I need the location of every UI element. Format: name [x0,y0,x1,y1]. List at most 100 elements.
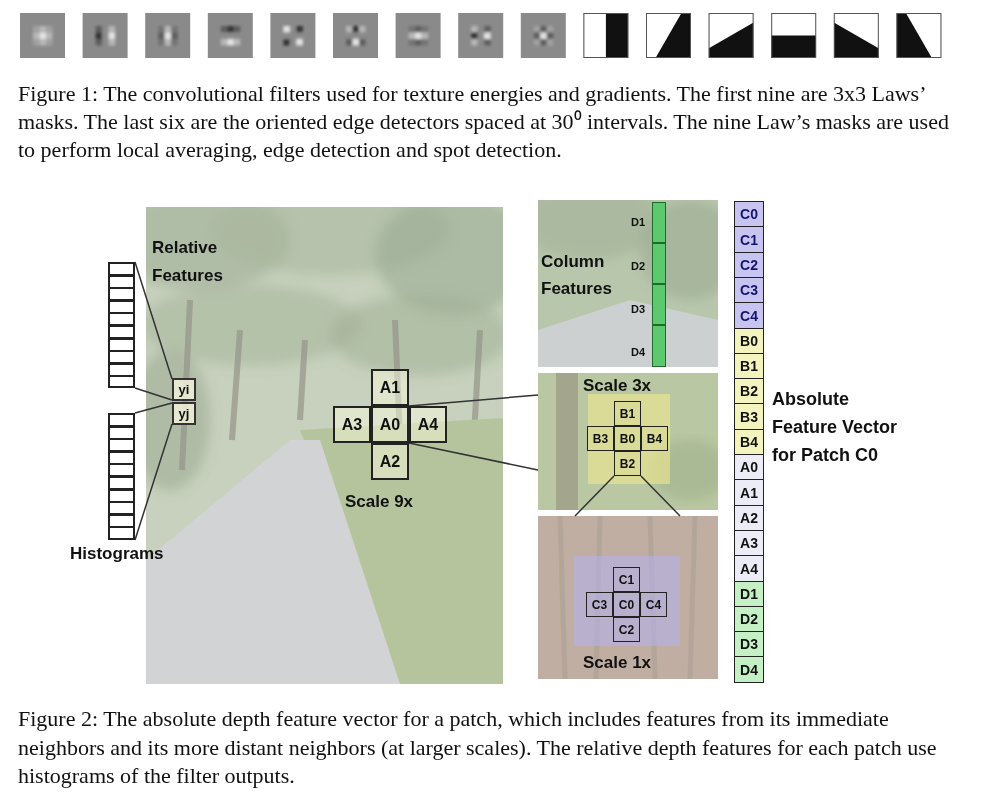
mask-ground [458,13,503,58]
mask-cell [40,33,47,40]
laws-mask [145,13,190,58]
patch-box: yj [172,402,196,425]
patch-cell: C3 [586,592,613,617]
cell-label: A2 [740,511,758,525]
mask-cell [296,39,303,46]
panel-label: Scale 3x [583,376,693,396]
laws-mask [521,13,566,58]
laws-mask [208,13,253,58]
mask-cell [102,26,109,33]
cell-label: D4 [740,663,758,677]
mask-cell [484,39,491,46]
mask-cell [46,39,53,46]
mask-cell [40,26,47,33]
mask-ground [333,13,378,58]
panel-label: Scale 1x [583,653,693,673]
mask-cell [227,26,234,33]
mask-cell [359,33,366,40]
mask-cell [296,33,303,40]
panel-label: D1 [631,216,651,229]
histogram-bar: Relative Features [108,262,135,388]
mask-cell [415,26,422,33]
column-photo [538,200,718,367]
mask-cell [109,26,116,33]
mask-cell [353,26,360,33]
mask-cell [540,26,547,33]
panel-label: D2 [631,260,651,273]
histogram-bar: Histograms [108,413,135,540]
mask-cell [471,33,478,40]
image-panel: Scale 3xB1B3B0B4B2 [538,373,718,510]
edge-frame [772,14,816,58]
bark [538,516,718,679]
cell-label: D3 [740,637,758,651]
mask-cell [353,39,360,46]
cell-label: B4 [647,433,662,445]
feature-cell: C2 [734,252,764,278]
image-panel: Column FeaturesD1D2D3D4 [538,200,718,367]
mask-cell [471,26,478,33]
patch-cell: C0 [613,592,640,617]
cell-label: B1 [740,359,758,373]
feature-cell: D1 [734,581,764,607]
edge-detector [771,13,816,58]
mask-cell [534,39,541,46]
mask-cell [165,26,172,33]
mask-cell [484,33,491,40]
panel-label: Column Features [541,248,629,302]
mask-cell [221,26,228,33]
patch-cell: C4 [640,592,667,617]
cell-label: yj [179,407,190,420]
feature-cell: A1 [734,479,764,506]
cell-label: C2 [740,258,758,272]
feature-cell: A4 [734,555,764,582]
mask-pattern [96,26,116,46]
cell-label: B2 [620,458,635,470]
mask-cell [158,33,165,40]
patch-cell: B4 [641,426,668,451]
cell-label: C2 [619,624,634,636]
mask-cell [221,39,228,46]
mask-cell [227,33,234,40]
highlight [574,556,680,646]
mask-cell [422,39,429,46]
mask-cell [540,39,547,46]
mask-cell [547,39,554,46]
edge-light [709,13,754,58]
mask-cell [46,33,53,40]
edge-frame [834,14,878,58]
patch-cell: A1 [371,369,409,406]
edge-detector [583,13,628,58]
edge-frame [897,14,941,58]
edge-detector [709,13,754,58]
mask-cell [478,33,485,40]
mask-cell [158,26,165,33]
mask-cell [547,26,554,33]
mask-cell [471,39,478,46]
mask-cell [290,39,297,46]
mask-cell [283,39,290,46]
mask-ground [396,13,441,58]
highlight [588,394,670,484]
laws-mask [20,13,65,58]
mask-cell [283,33,290,40]
image-panel: Scale 9xyiyjA1A3A0A4A2 [146,207,503,684]
scene-photo [146,207,503,684]
cell-label: A0 [380,417,400,433]
mask-cell [478,39,485,46]
mask-cell [171,26,178,33]
cell-label: B3 [740,410,758,424]
mask-cell [409,39,416,46]
cell-label: A4 [418,417,438,433]
patch-cell: B2 [614,451,641,476]
patch-cell: B3 [587,426,614,451]
mask-cell [33,39,40,46]
feature-cell: A3 [734,530,764,556]
zoom-connector [575,476,680,516]
column-segment: D4 [652,325,666,367]
cell-label: A1 [740,486,758,500]
mask-cell [422,26,429,33]
wash [538,516,718,679]
mask-cell [353,33,360,40]
mask-cell [359,26,366,33]
